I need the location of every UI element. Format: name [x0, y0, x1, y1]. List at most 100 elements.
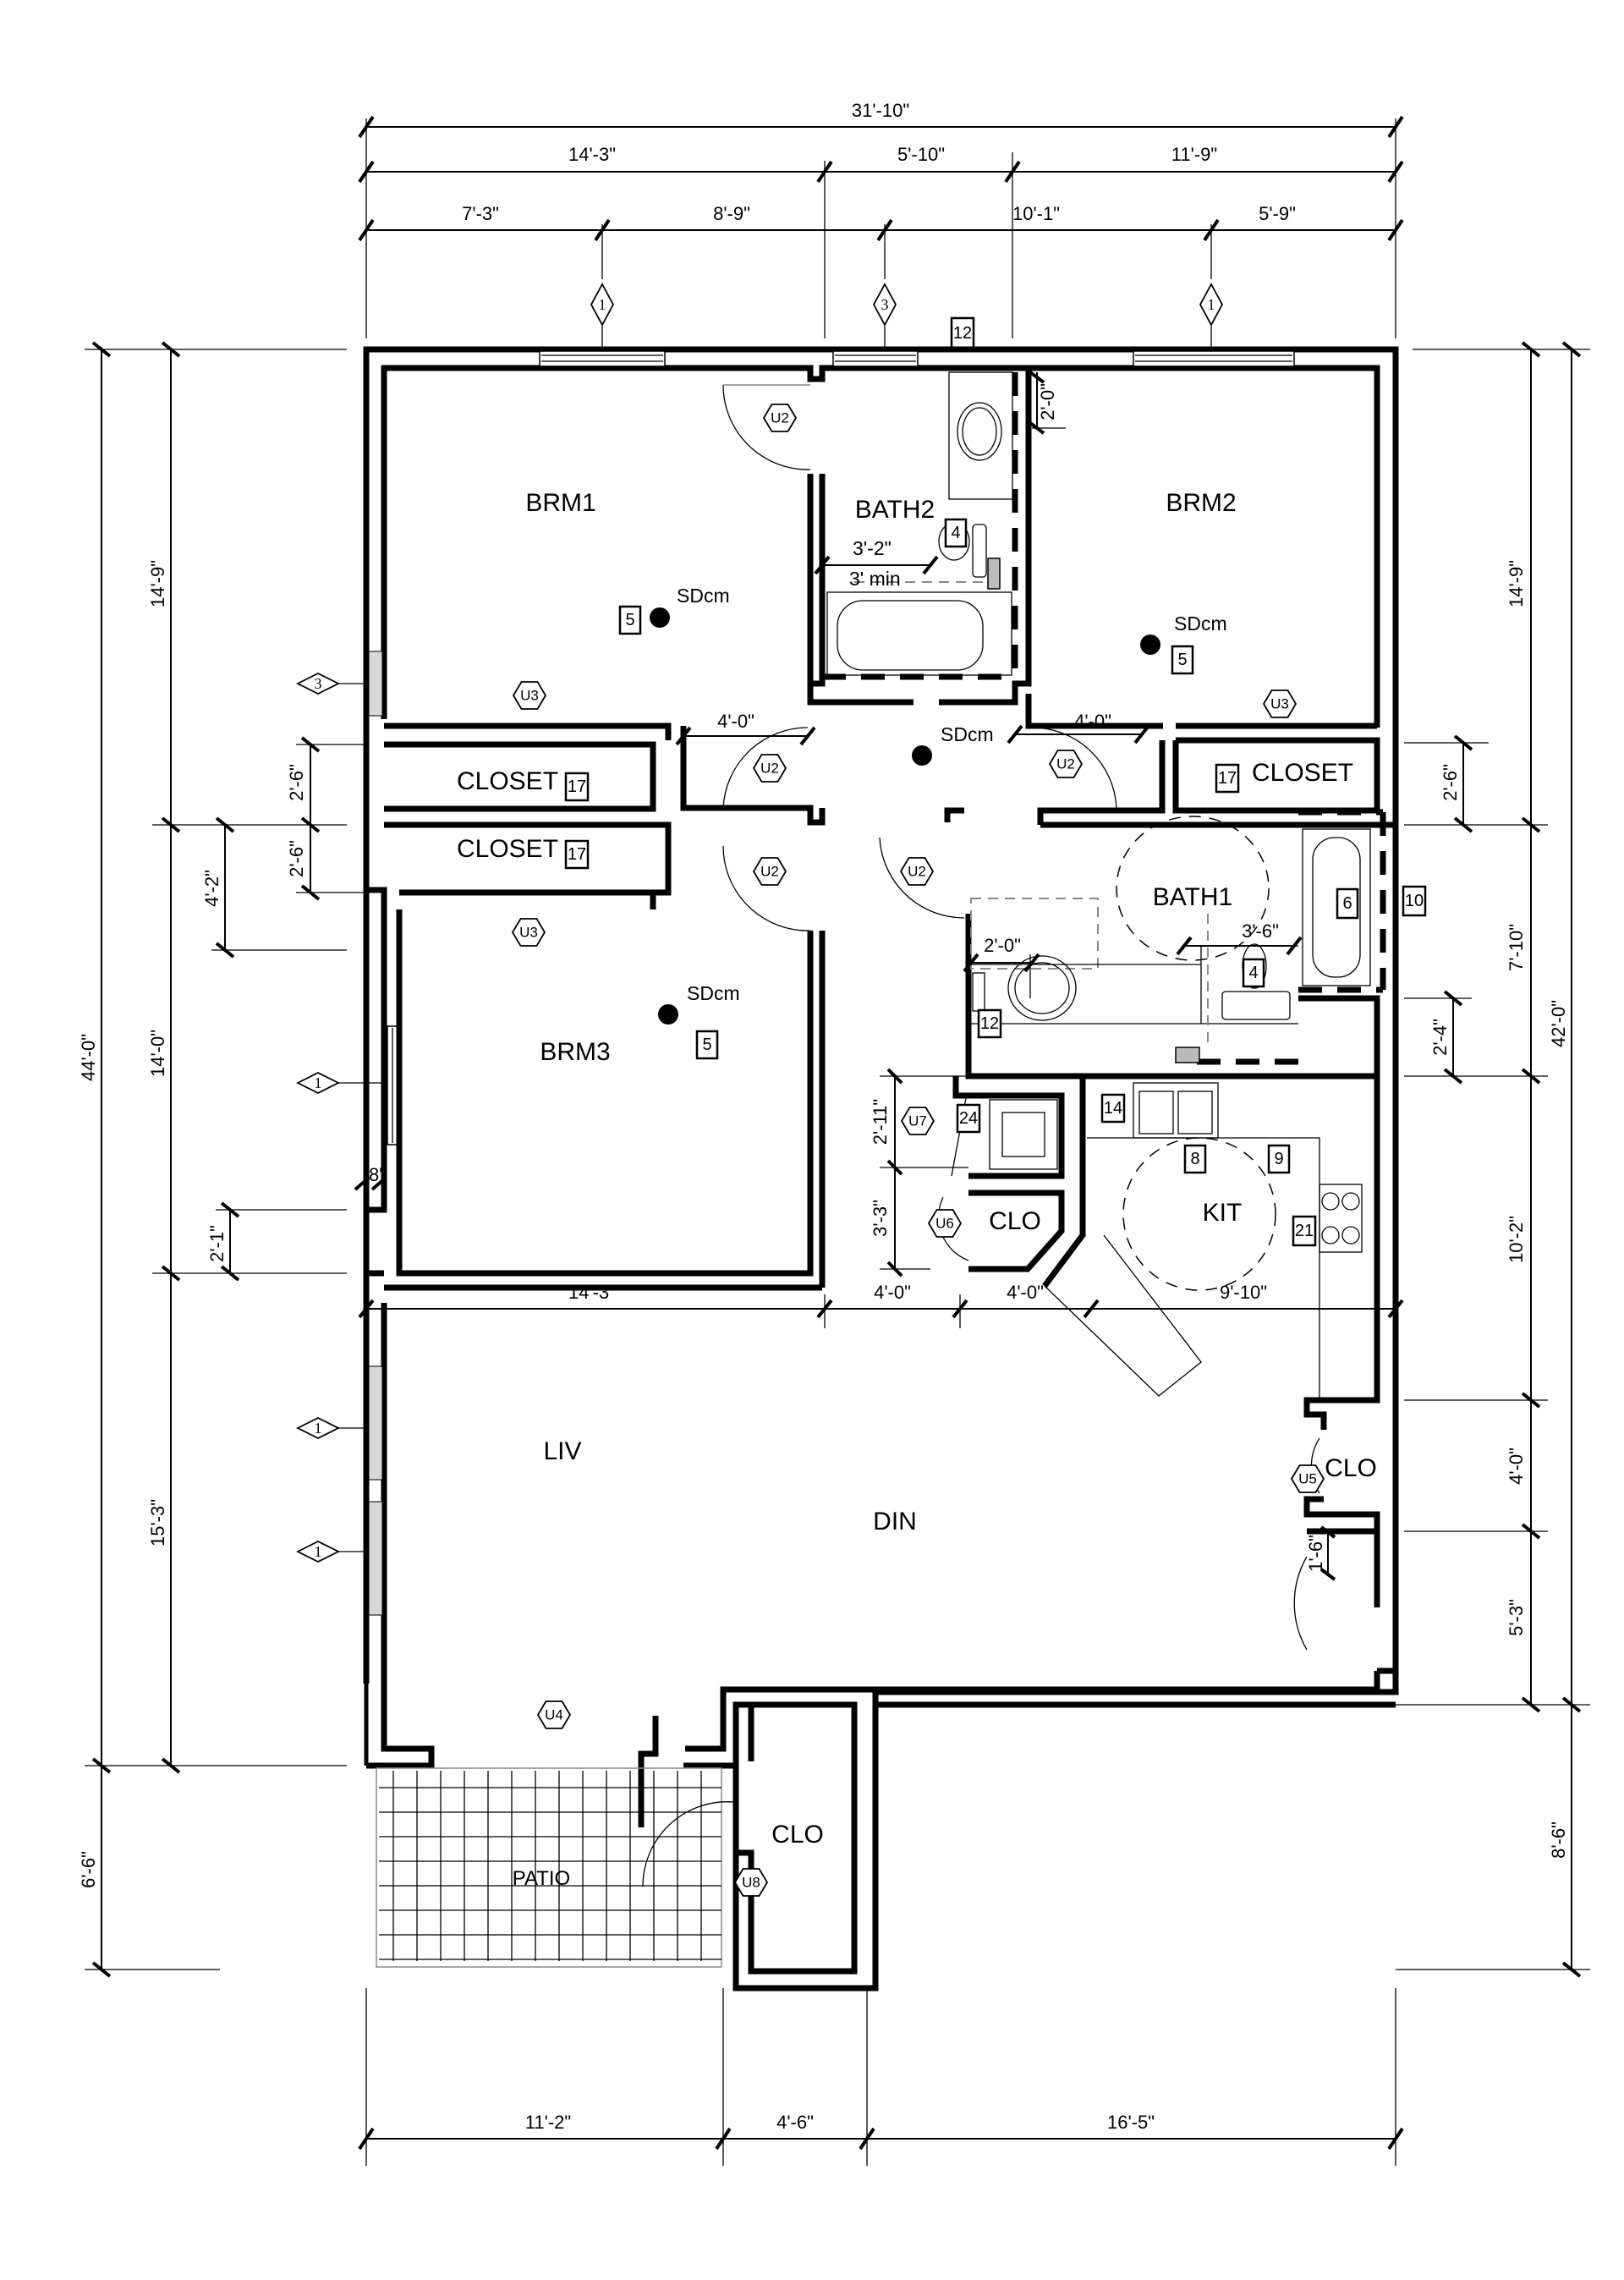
svg-text:1: 1: [315, 1420, 322, 1437]
dim-bottom-c: 16'-5": [1107, 2112, 1155, 2133]
keynote-box: [977, 1008, 1002, 1039]
dim-top-row3-a: 7'-3": [462, 203, 499, 224]
svg-text:1: 1: [315, 1543, 322, 1560]
door-tag-label: U6: [935, 1216, 954, 1232]
keynote-box: [1183, 1144, 1207, 1174]
keynote-box: [1171, 645, 1194, 675]
keynote-box: [956, 1103, 981, 1134]
right-dimensions: 14'-9" 7'-10" 10'-2" 4'-0" 5'-3" 42'-0" …: [1396, 341, 1590, 1978]
patio-tiles: [376, 1767, 722, 1968]
svg-text:3: 3: [315, 675, 322, 692]
dim-right-inner-b: 2'-4": [1429, 1019, 1451, 1056]
dim-clo-u6: 3'-3": [870, 1200, 891, 1237]
dim-left-patio: 6'-6": [78, 1851, 99, 1888]
keynote-k6: 6: [1342, 894, 1352, 913]
dim-bottom-b: 4'-6": [776, 2112, 814, 2133]
note-bath2-clear: 3'-2": [853, 537, 892, 559]
keynote-box: [1242, 958, 1265, 988]
dim-top-row3-b: 8'-9": [713, 203, 750, 224]
top-window-tags: 1 3 1 12: [590, 283, 1224, 355]
left-window-tags: 3 1 1 1: [295, 672, 385, 1563]
window-tag: 1: [1199, 283, 1224, 327]
exterior-walls: [363, 346, 1399, 1992]
smoke-detector-icon: [658, 1004, 678, 1025]
door-tag-hexagon: [511, 918, 546, 947]
dim-bath2-toilet: 2'-0": [1037, 383, 1058, 420]
door-tag-label: U3: [520, 688, 539, 704]
keynote-k24: 24: [959, 1109, 978, 1128]
keynote-k10: 10: [1405, 892, 1424, 910]
dim-right-row2-b: 7'-10": [1506, 924, 1527, 971]
door-tag-hexagon: [1290, 1464, 1325, 1493]
dim-top-row2-c: 11'-9": [1171, 144, 1217, 165]
window-tag: 3: [872, 283, 897, 327]
door-tag-label: U3: [1270, 696, 1289, 712]
dim-left-row2-a: 14'-9": [147, 560, 168, 607]
keynote-k17_closet1: 17: [568, 777, 586, 796]
note-bath2-min: 3' min: [849, 568, 901, 590]
left-dimensions: 44'-0" 6'-6" 14'-9" 14'-0" 15'-3" 2'-6" …: [78, 341, 387, 1978]
window-tag: 1: [295, 1071, 385, 1095]
keynote-k4_bath2: 4: [951, 524, 960, 542]
dim-right-row2-c: 10'-2": [1506, 1216, 1527, 1263]
smoke-detector-icon: [1140, 635, 1160, 655]
room-closet-brm1: CLOSET: [457, 767, 558, 795]
dim-left-inner-a: 2'-6": [286, 764, 307, 801]
dim-brm1-door: 4'-0": [717, 711, 754, 732]
door-tag-label: U2: [760, 864, 779, 880]
keynote-box: [1215, 763, 1240, 794]
interior-walls: [384, 368, 1399, 1671]
door-tag-hexagon: [733, 1868, 769, 1897]
dim-overall-width: 31'-10": [852, 100, 909, 121]
dim-right-row2-e: 5'-3": [1506, 1599, 1527, 1636]
window-tag: 1: [295, 1416, 364, 1440]
window-tag: 3: [295, 672, 364, 695]
keynote-k17_closet3: 17: [568, 845, 586, 864]
keynote-box: [1292, 1215, 1317, 1247]
room-din: DIN: [873, 1508, 917, 1536]
keynote-k9: 9: [1274, 1150, 1283, 1168]
keynote-box: [618, 605, 642, 635]
dim-liv-a: 14'-3": [568, 1282, 616, 1303]
sd-label: SDcm: [941, 723, 994, 745]
fixtures: [826, 371, 1371, 1400]
dim-clo-u5-side: 1'-6": [1305, 1535, 1326, 1572]
windows: [368, 350, 1295, 1616]
top-dimensions: 31'-10" 14'-3" 5'-10" 11'-9" 7'-3" 8'-9"…: [358, 100, 1404, 338]
room-brm1: BRM1: [525, 489, 595, 517]
dim-right-row2-d: 4'-0": [1506, 1448, 1527, 1485]
keynote-k5_brm3: 5: [702, 1036, 711, 1054]
keynote-k5_brm2: 5: [1177, 651, 1187, 669]
dim-overall-right: 42'-0": [1548, 1000, 1569, 1047]
room-brm3: BRM3: [540, 1038, 610, 1066]
keynote-box: [944, 518, 968, 548]
door-tag-hexagon: [752, 754, 787, 783]
sd-label: SDcm: [687, 982, 740, 1004]
dim-right-inner-a: 2'-6": [1440, 764, 1461, 801]
dim-left-row2-c: 15'-3": [147, 1499, 168, 1547]
room-brm2: BRM2: [1166, 489, 1236, 517]
dim-bottom-a: 11'-2": [525, 2112, 571, 2133]
dim-top-row3-d: 5'-9": [1259, 203, 1296, 224]
dim-liv-b: 4'-0": [874, 1282, 911, 1303]
dim-left-inner-c: 4'-2": [201, 870, 222, 907]
dim-right-row2-a: 14'-9": [1506, 560, 1527, 607]
door-tag-label: U3: [519, 925, 538, 941]
dim-liv-c: 4'-0": [1007, 1282, 1044, 1303]
room-liv: LIV: [543, 1437, 581, 1465]
dim-top-row2-a: 14'-3": [568, 144, 616, 165]
door-tag-label: U2: [1056, 756, 1075, 772]
dim-top-row3-c: 10'-1": [1012, 203, 1060, 224]
svg-text:3: 3: [881, 296, 889, 313]
room-patio: PATIO: [513, 1867, 570, 1890]
keynote-k4_bath1: 4: [1248, 964, 1258, 982]
keynote-box: [564, 772, 590, 802]
door-tag-label: U5: [1298, 1471, 1317, 1487]
dim-left-inner-b: 2'-6": [286, 840, 307, 877]
room-labels: BRM1 BATH2 BRM2 CLOSET CLOSET CLOSET BAT…: [457, 489, 1377, 1890]
door-tag-hexagon: [1262, 689, 1298, 718]
svg-text:1: 1: [315, 1074, 322, 1091]
svg-text:1: 1: [599, 296, 606, 313]
